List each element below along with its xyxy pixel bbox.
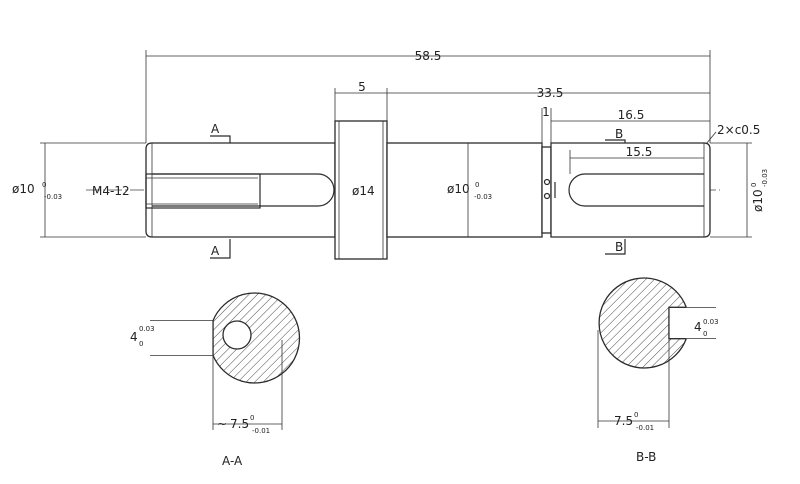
svg-text:0: 0 xyxy=(250,414,254,422)
left-keyway xyxy=(152,173,335,207)
svg-text:ø10: ø10 xyxy=(447,182,470,196)
section-aa: 4 0.03 0 ~ 7.5 0 -0.01 A-A xyxy=(130,292,301,468)
svg-text:7.5: 7.5 xyxy=(230,417,249,431)
svg-text:0.03: 0.03 xyxy=(703,318,719,326)
dim-chamfer: 2×c0.5 xyxy=(717,123,760,137)
section-bb-keyway xyxy=(669,307,691,339)
dim-left-diameter: ø10 0 -0.03 xyxy=(12,181,62,201)
dim-thread: M4-12 xyxy=(92,184,130,198)
section-bb-body xyxy=(598,277,688,369)
section-bb-depth: 7.5 0 -0.01 xyxy=(614,411,654,432)
svg-text:0: 0 xyxy=(750,183,758,187)
section-bb-title: B-B xyxy=(636,450,656,464)
groove-mark-lower xyxy=(543,192,551,200)
retaining-groove xyxy=(541,146,552,234)
section-mark-b-top: B xyxy=(615,127,623,141)
section-aa-body xyxy=(212,292,301,384)
svg-text:ø10: ø10 xyxy=(751,189,765,212)
svg-text:ø10: ø10 xyxy=(12,182,35,196)
section-markers: A A B B xyxy=(210,122,626,259)
section-aa-depth: ~ 7.5 0 -0.01 xyxy=(217,414,270,435)
svg-text:0: 0 xyxy=(42,181,46,189)
dim-key-length-outer: 16.5 xyxy=(618,108,645,122)
svg-text:~: ~ xyxy=(217,417,227,431)
section-bb: 4 0.03 0 7.5 0 -0.01 B-B xyxy=(597,277,719,464)
svg-text:-0.03: -0.03 xyxy=(44,193,62,201)
svg-text:0: 0 xyxy=(475,181,479,189)
svg-text:0: 0 xyxy=(634,411,638,419)
shaft-main-view xyxy=(86,120,720,260)
svg-text:0: 0 xyxy=(139,340,143,348)
right-keyway xyxy=(568,173,704,207)
section-mark-a-top: A xyxy=(211,122,220,136)
shaft-middle-section xyxy=(386,142,543,238)
svg-text:-0.03: -0.03 xyxy=(474,193,492,201)
dim-right-diameter: ø10 0 -0.03 xyxy=(750,169,769,212)
section-mark-a-bottom: A xyxy=(211,244,220,258)
dim-right-length: 33.5 xyxy=(537,86,564,100)
shaft-left-section xyxy=(145,142,336,238)
main-dimensions: 58.5 33.5 5 1 16.5 15.5 2×c0.5 M4-12 ø14 xyxy=(12,49,769,238)
chamfer-leader xyxy=(705,131,717,145)
svg-text:4: 4 xyxy=(694,320,702,334)
section-aa-title: A-A xyxy=(222,454,243,468)
section-aa-bore xyxy=(222,320,252,350)
section-mark-b-bottom: B xyxy=(615,240,623,254)
svg-text:0.03: 0.03 xyxy=(139,325,155,333)
svg-text:-0.03: -0.03 xyxy=(761,169,769,187)
dim-overall-length: 58.5 xyxy=(415,49,442,63)
dim-middle-diameter: ø10 0 -0.03 xyxy=(447,181,492,201)
section-bb-key-width: 4 0.03 0 xyxy=(694,318,719,338)
dim-groove-width: 1 xyxy=(542,105,550,119)
groove-mark-upper xyxy=(543,178,551,186)
svg-text:-0.01: -0.01 xyxy=(252,427,270,435)
section-aa-keyway-fill xyxy=(206,320,213,356)
svg-text:-0.01: -0.01 xyxy=(636,424,654,432)
svg-text:0: 0 xyxy=(703,330,707,338)
section-aa-key-width: 4 0.03 0 xyxy=(130,325,155,348)
dim-collar-dia: ø14 xyxy=(352,184,375,198)
dim-key-length-inner: 15.5 xyxy=(626,145,653,159)
svg-text:7.5: 7.5 xyxy=(614,414,633,428)
svg-text:4: 4 xyxy=(130,330,138,344)
dim-collar-width: 5 xyxy=(358,80,366,94)
